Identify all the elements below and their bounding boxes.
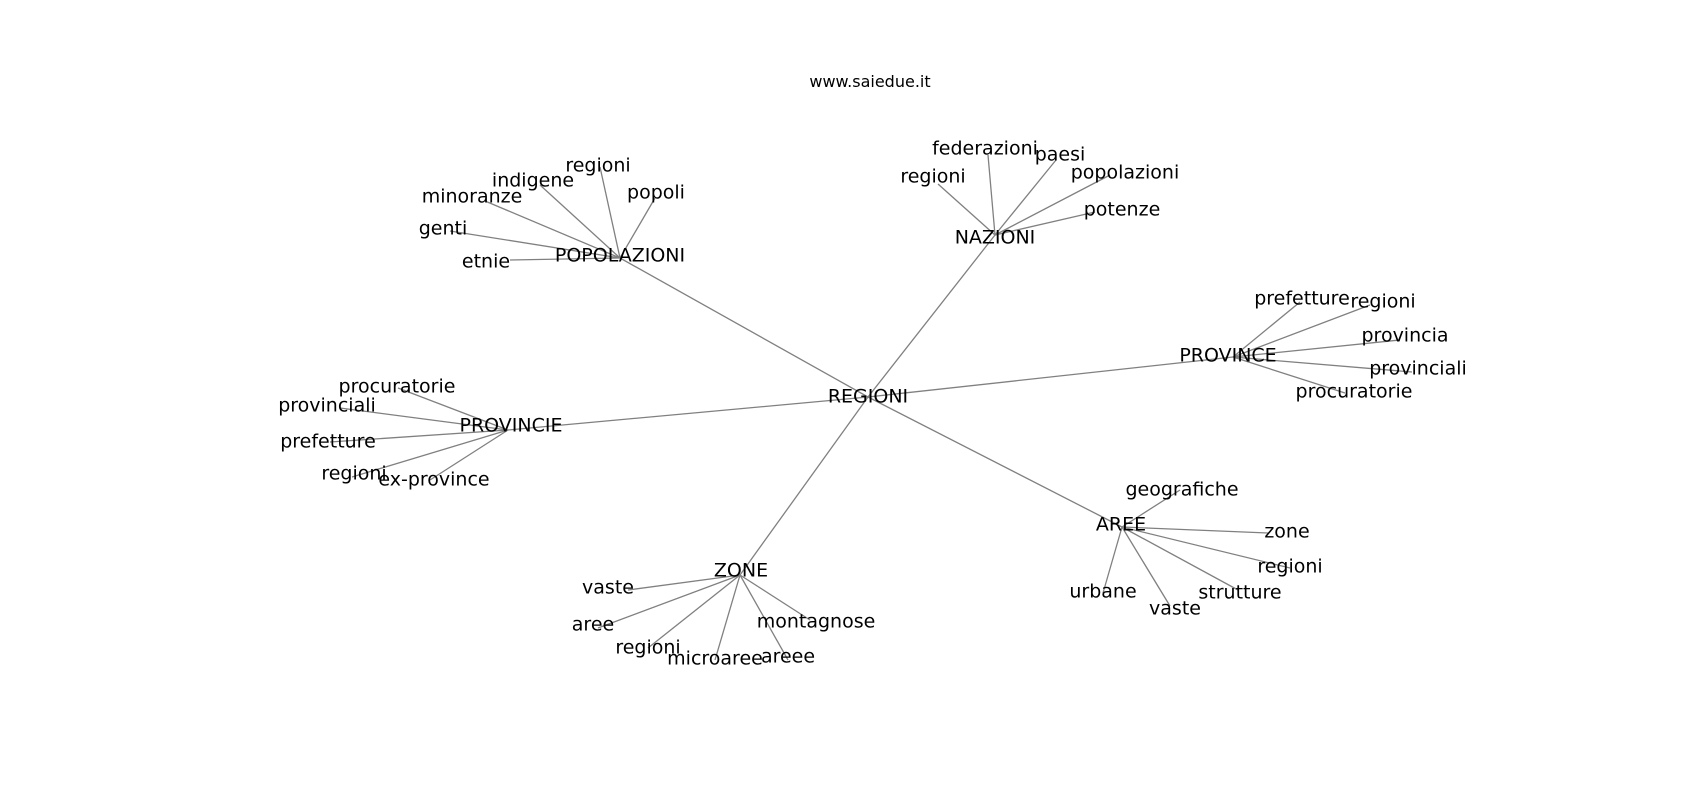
- edge-provincie-prefetture: [329, 429, 509, 443]
- leaf-node-regioni: regioni: [900, 166, 965, 188]
- leaf-node-paesi: paesi: [1035, 144, 1086, 166]
- edge-province-prefetture: [1232, 301, 1301, 358]
- edge-root-nazioni: [867, 234, 996, 398]
- leaf-node-aree: aree: [572, 614, 614, 636]
- edge-nazioni-federazioni: [987, 154, 996, 236]
- edge-root-zone: [739, 396, 869, 576]
- edge-popolazioni-genti: [449, 230, 621, 259]
- leaf-node-regioni: regioni: [321, 463, 386, 485]
- edge-province-regioni: [1232, 304, 1371, 358]
- leaf-node-popolazioni: popolazioni: [1071, 162, 1180, 184]
- leaf-node-regioni: regioni: [565, 155, 630, 177]
- edge-provincie-ex-province: [429, 429, 509, 481]
- leaf-node-zone: zone: [1264, 521, 1309, 543]
- edge-root-aree: [867, 396, 1123, 528]
- edge-zone-vaste: [627, 574, 741, 591]
- group-node-popolazioni: POPOLAZIONI: [555, 245, 685, 267]
- edge-popolazioni-indigene: [539, 184, 621, 259]
- leaf-node-montagnose: montagnose: [757, 611, 876, 633]
- edge-province-provincia: [1232, 339, 1401, 358]
- edge-aree-vaste: [1121, 526, 1171, 607]
- group-node-aree: AREE: [1096, 514, 1146, 536]
- edge-zone-areee: [739, 574, 789, 661]
- leaf-node-vaste: vaste: [582, 577, 634, 599]
- leaf-node-potenze: potenze: [1084, 199, 1161, 221]
- leaf-node-etnie: etnie: [462, 251, 510, 273]
- edge-aree-regioni: [1121, 526, 1291, 569]
- leaf-node-regioni: regioni: [1350, 291, 1415, 313]
- leaf-node-indigene: indigene: [492, 170, 574, 192]
- group-node-provincie: PROVINCIE: [460, 415, 563, 437]
- leaf-node-regioni: regioni: [615, 637, 680, 659]
- leaf-node-procuratorie: procuratorie: [339, 376, 456, 398]
- edge-aree-urbane: [1102, 526, 1123, 594]
- leaf-node-provincia: provincia: [1361, 325, 1448, 347]
- edge-aree-strutture: [1121, 526, 1239, 591]
- leaf-node-provinciali: provinciali: [1369, 358, 1467, 380]
- labels-layer: REGIONIPOPOLAZIONIregioniindigeneminoran…: [278, 138, 1467, 670]
- edge-nazioni-popolazioni: [994, 174, 1111, 236]
- edge-root-popolazioni: [619, 257, 869, 398]
- edge-zone-aree: [597, 574, 741, 629]
- group-node-zone: ZONE: [714, 560, 768, 582]
- leaf-node-areee: areee: [761, 646, 815, 668]
- leaf-node-popoli: popoli: [627, 182, 685, 204]
- leaf-node-microaree: microaree: [667, 648, 763, 670]
- root-node-label: REGIONI: [828, 386, 908, 408]
- edge-popolazioni-regioni: [599, 166, 621, 259]
- leaf-node-prefetture: prefetture: [1254, 288, 1350, 310]
- edge-provincie-regioni: [351, 429, 509, 478]
- edge-zone-regioni: [647, 574, 741, 649]
- group-node-province: PROVINCE: [1179, 345, 1276, 367]
- edges-layer: [329, 154, 1413, 661]
- leaf-node-genti: genti: [419, 218, 468, 240]
- leaf-node-federazioni: federazioni: [932, 138, 1038, 160]
- site-title: www.saiedue.it: [809, 72, 931, 91]
- edge-province-procuratorie: [1232, 356, 1346, 394]
- edge-aree-zone: [1121, 526, 1269, 534]
- edge-popolazioni-minoranze: [484, 200, 621, 259]
- group-node-nazioni: NAZIONI: [955, 227, 1036, 249]
- edge-nazioni-regioni: [937, 183, 996, 236]
- edge-zone-montagnose: [739, 574, 811, 621]
- edge-provincie-procuratorie: [397, 387, 509, 431]
- leaf-node-strutture: strutture: [1198, 582, 1281, 604]
- edge-root-provincie: [507, 396, 869, 431]
- leaf-node-prefetture: prefetture: [280, 431, 376, 453]
- edge-provincie-provinciali: [339, 407, 509, 431]
- leaf-node-minoranze: minoranze: [422, 186, 523, 208]
- edge-aree-geografiche: [1121, 489, 1181, 528]
- edge-zone-microaree: [714, 574, 741, 661]
- leaf-node-procuratorie: procuratorie: [1296, 381, 1413, 403]
- leaf-node-regioni: regioni: [1257, 556, 1322, 578]
- leaf-node-geografiche: geografiche: [1125, 479, 1238, 501]
- edge-popolazioni-popoli: [619, 197, 656, 259]
- edge-root-province: [867, 356, 1234, 398]
- leaf-node-vaste: vaste: [1149, 598, 1201, 620]
- leaf-node-provinciali: provinciali: [278, 395, 376, 417]
- edge-nazioni-paesi: [994, 159, 1057, 236]
- edge-province-provinciali: [1232, 356, 1413, 373]
- leaf-node-urbane: urbane: [1069, 581, 1136, 603]
- edge-nazioni-potenze: [994, 211, 1096, 236]
- edge-popolazioni-etnie: [509, 257, 621, 261]
- leaf-node-ex-province: ex-province: [378, 469, 489, 491]
